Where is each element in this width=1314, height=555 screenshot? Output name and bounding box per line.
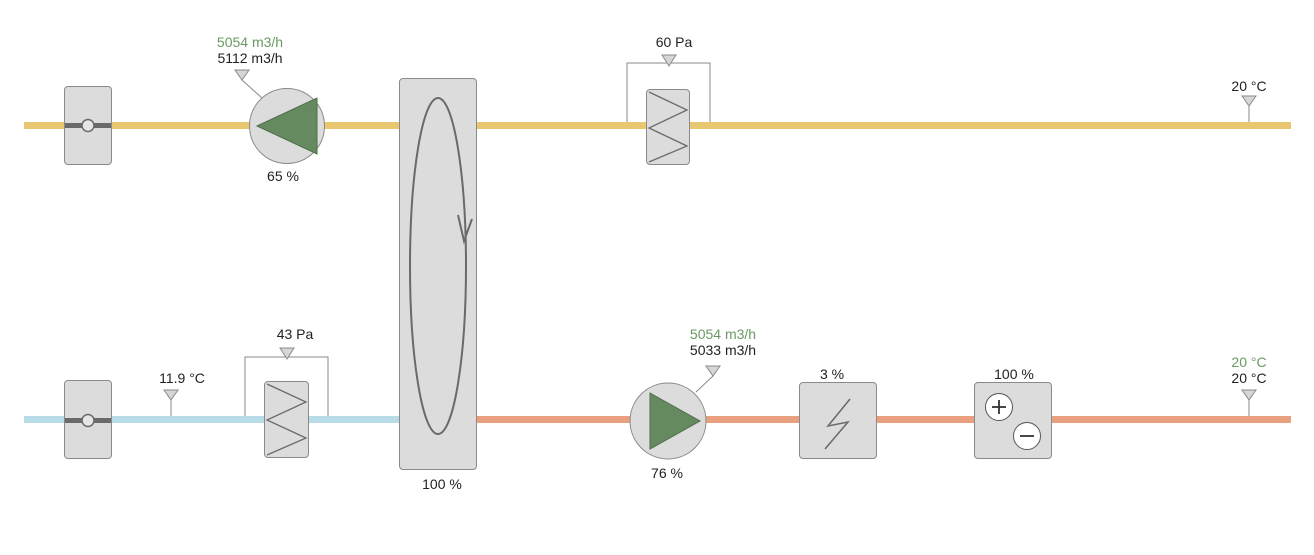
- supply-air-duct: [476, 416, 1291, 423]
- exhaust-filter-pressure: 60 Pa: [655, 34, 693, 50]
- exhaust-filter[interactable]: [646, 89, 690, 165]
- supply-fan-flow-actual: 5033 m3/h: [689, 342, 757, 358]
- supply-flow-sensor: [695, 365, 721, 393]
- filter-icon: [647, 91, 689, 163]
- supply-filter[interactable]: [264, 381, 309, 458]
- fan-icon: [255, 97, 318, 155]
- electric-heater-icon: [824, 398, 851, 450]
- electric-heater-output: 3 %: [819, 366, 845, 382]
- exhaust-damper[interactable]: [64, 86, 112, 165]
- rotary-heat-exchanger[interactable]: [399, 78, 477, 470]
- supply-fan-speed: 76 %: [651, 465, 683, 481]
- damper-icon: [65, 118, 111, 133]
- supply-fan-flow-setpoint: 5054 m3/h: [689, 326, 757, 342]
- rotary-heat-exchanger-icon: [409, 97, 473, 435]
- temperature-sensor-icon: [1241, 389, 1257, 416]
- outdoor-air-duct: [24, 416, 400, 423]
- exhaust-filter-pressure-sensor: [626, 54, 711, 122]
- temperature-sensor-icon: [1241, 95, 1257, 122]
- outdoor-damper[interactable]: [64, 380, 112, 459]
- heat-exchanger-efficiency: 100 %: [422, 476, 462, 492]
- supply-filter-pressure: 43 Pa: [276, 326, 314, 342]
- fan-icon: [649, 392, 702, 450]
- filter-icon: [265, 383, 308, 456]
- heat-pump[interactable]: [974, 382, 1052, 459]
- supply-temperature-actual: 20 °C: [1231, 370, 1267, 386]
- supply-filter-pressure-sensor: [244, 347, 329, 416]
- exhaust-fan-speed: 65 %: [267, 168, 299, 184]
- damper-icon: [65, 413, 111, 428]
- exhaust-flow-sensor: [234, 69, 263, 99]
- heat-pump-output: 100 %: [994, 366, 1034, 382]
- electric-heater[interactable]: [799, 382, 877, 459]
- outdoor-temperature: 11.9 °C: [159, 370, 205, 386]
- exhaust-temperature: 20 °C: [1231, 78, 1267, 94]
- exhaust-fan-flow-actual: 5112 m3/h: [217, 50, 283, 66]
- heat-pump-icon: [985, 393, 1041, 450]
- supply-temperature-setpoint: 20 °C: [1231, 354, 1267, 370]
- exhaust-fan-flow-setpoint: 5054 m3/h: [216, 34, 284, 50]
- supply-fan[interactable]: [628, 381, 708, 461]
- temperature-sensor-icon: [163, 389, 179, 416]
- exhaust-fan[interactable]: [247, 87, 327, 165]
